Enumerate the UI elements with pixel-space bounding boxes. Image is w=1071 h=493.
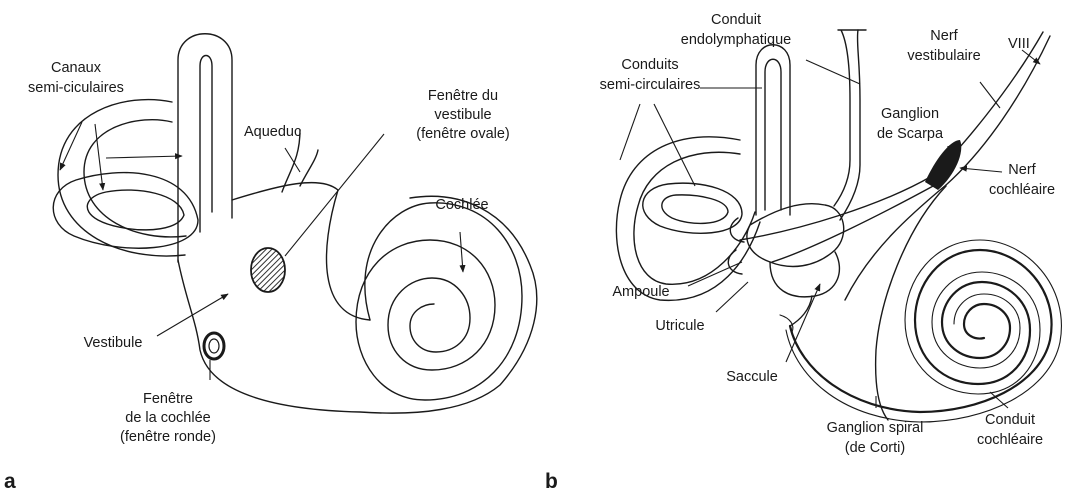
cochlear-duct-b [780,240,1061,422]
label-conduits-semi-1: Conduits [621,57,678,73]
label-canaux: Canaux [51,60,102,76]
label-ganglion-spiral-2: (de Corti) [845,440,905,456]
label-nerf-cochleaire-2: cochléaire [989,182,1055,198]
label-conduits-semi-2: semi-circulaires [600,77,701,93]
panel-a: Canaux semi-ciculaires Aqueduc Fenêtre d… [4,34,537,493]
label-ganglion-spiral-1: Ganglion spiral [827,420,924,436]
panel-letter-a: a [4,470,16,493]
label-conduit-cochleaire-1: Conduit [985,412,1035,428]
label-nerf-vestibulaire-1: Nerf [930,28,958,44]
label-fenetre-vestibule-1: Fenêtre du [428,88,498,104]
label-cochlee: Cochlée [435,197,488,213]
label-aqueduc: Aqueduc [244,124,301,140]
label-fenetre-vestibule-3: (fenêtre ovale) [416,126,510,142]
label-canaux-semi: semi-ciculaires [28,80,124,96]
label-nerf-vestibulaire-2: vestibulaire [907,48,980,64]
label-fenetre-vestibule-2: vestibule [434,107,491,123]
label-viii: VIII [1008,36,1030,52]
label-vestibule: Vestibule [84,335,143,351]
label-fenetre-cochlee-2: de la cochlée [125,410,210,426]
label-conduit-cochleaire-2: cochléaire [977,432,1043,448]
label-conduit-endo-1: Conduit [711,12,761,28]
panel-b: Conduit endolymphatique Conduits semi-ci… [545,12,1061,493]
oval-window [251,248,285,292]
scarpa-ganglion [925,140,961,190]
label-saccule: Saccule [726,369,778,385]
label-conduit-endo-2: endolymphatique [681,32,791,48]
utricle-saccule [747,204,844,326]
label-fenetre-cochlee-3: (fenêtre ronde) [120,429,216,445]
round-window [204,333,224,359]
panel-letter-b: b [545,470,558,493]
label-ganglion-scarpa-2: de Scarpa [877,126,944,142]
label-ganglion-scarpa-1: Ganglion [881,106,939,122]
label-utricule: Utricule [655,318,704,334]
endolymphatic-duct [834,30,866,220]
label-nerf-cochleaire-1: Nerf [1008,162,1036,178]
label-fenetre-cochlee-1: Fenêtre [143,391,193,407]
label-ampoule: Ampoule [612,284,669,300]
